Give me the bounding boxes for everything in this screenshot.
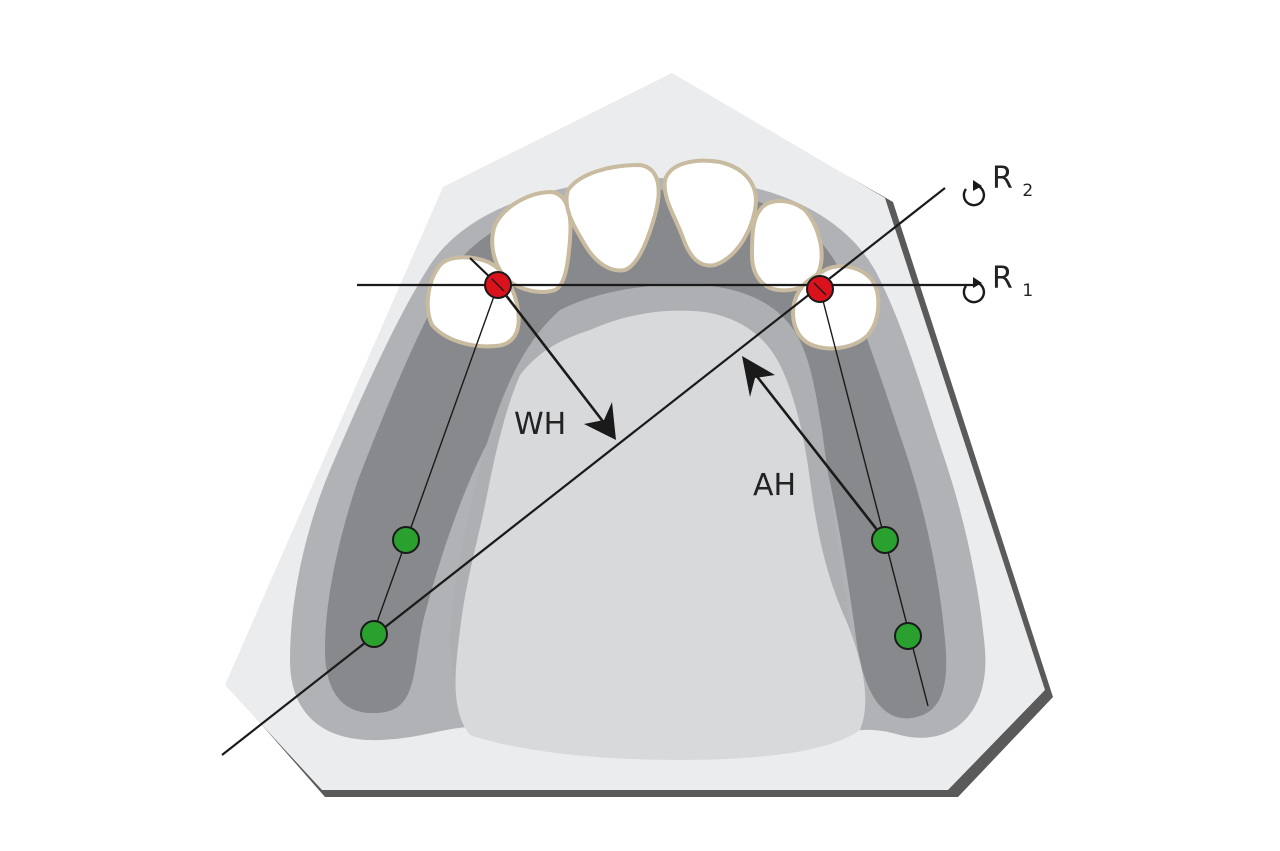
green-marker bbox=[360, 620, 388, 648]
wh-arrow-head bbox=[584, 402, 616, 440]
wh-label: WH bbox=[514, 407, 566, 442]
rotate-ccw-icon bbox=[962, 184, 986, 207]
r1-label-base: R bbox=[992, 261, 1013, 296]
wh-arrow-shaft bbox=[496, 284, 610, 429]
rotate-ccw-icon-head bbox=[973, 180, 982, 191]
green-marker bbox=[871, 526, 899, 554]
rotate-ccw-icon-head bbox=[973, 277, 982, 288]
tooth bbox=[564, 163, 661, 273]
r2-label-base: R bbox=[992, 161, 1013, 196]
measurement-arrows bbox=[496, 284, 887, 541]
green-marker bbox=[894, 622, 922, 650]
markers bbox=[360, 271, 922, 650]
labels: WH AH R 2 R 1 bbox=[514, 161, 1033, 503]
ah-arrow-head bbox=[742, 356, 775, 397]
rotation-r1: R 1 bbox=[962, 261, 1033, 304]
r2-label: R 2 bbox=[992, 161, 1033, 201]
r1-label-sub: 1 bbox=[1022, 281, 1033, 301]
red-marker-right-cross bbox=[813, 282, 827, 296]
rotation-r2: R 2 bbox=[962, 161, 1033, 207]
red-marker-left-cross bbox=[491, 278, 505, 292]
ah-arrow-shaft bbox=[750, 369, 887, 541]
r1-label: R 1 bbox=[992, 261, 1033, 301]
left-ridge-line bbox=[371, 284, 499, 637]
r2-label-sub: 2 bbox=[1022, 181, 1033, 201]
green-marker bbox=[392, 526, 420, 554]
tooth bbox=[662, 158, 758, 268]
ah-label: AH bbox=[753, 468, 796, 503]
palate bbox=[455, 310, 866, 760]
rotate-ccw-icon bbox=[962, 281, 986, 304]
